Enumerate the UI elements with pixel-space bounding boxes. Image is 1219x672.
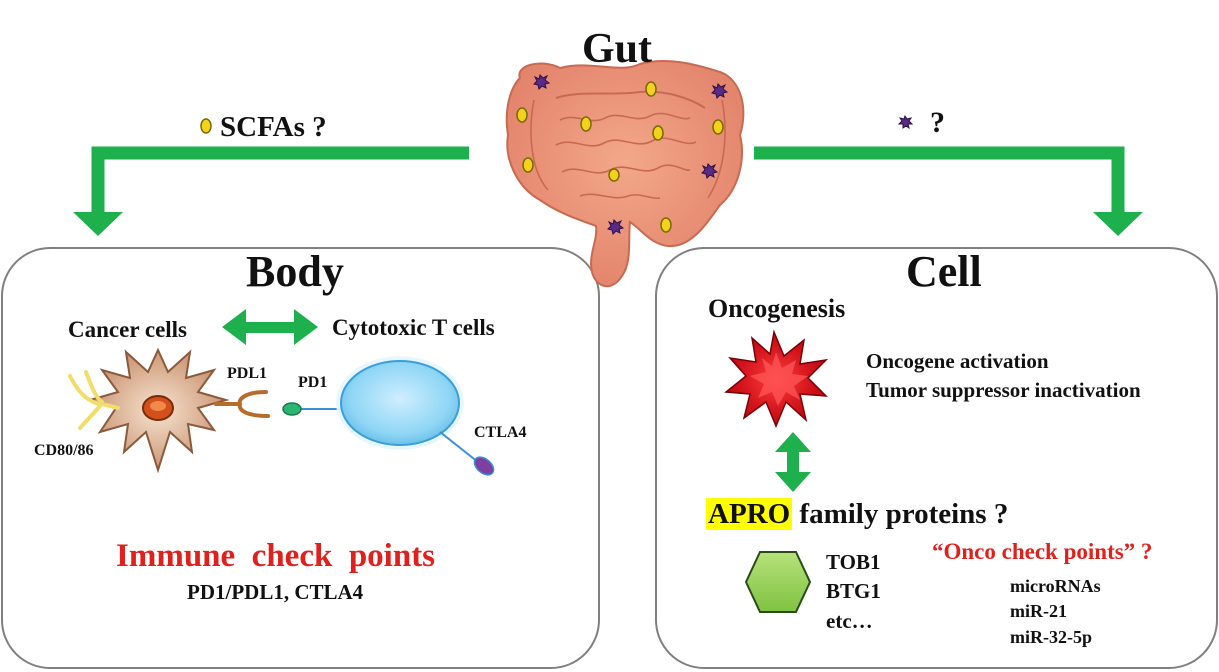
cytotoxic-t-cell-icon (336, 356, 464, 450)
pdl1-label: PDL1 (227, 365, 267, 382)
ctla4-label: CTLA4 (474, 424, 527, 441)
body-panel (1, 247, 600, 669)
body-panel-title: Body (246, 247, 344, 296)
apro-family-rest: family proteins ? (799, 498, 1009, 530)
pdl1-receptor-icon (214, 390, 270, 418)
immune-check-points-subheading: PD1/PDL1, CTLA4 (187, 580, 364, 604)
microbe-particles (533, 74, 729, 235)
oncogene-activation-text: Oncogene activation (866, 349, 1049, 373)
immune-check-points-heading: Immune check points (116, 538, 436, 574)
cell-panel-title: Cell (906, 247, 982, 296)
ctla4-receptor-icon (439, 431, 495, 476)
mir-32-5p-label: miR-32-5p (1010, 627, 1092, 647)
mir-21-label: miR-21 (1010, 601, 1067, 621)
apro-protein-hexagon-icon (744, 551, 812, 613)
cd80-86-receptor-icon (68, 370, 120, 430)
apro-highlight: APRO (706, 498, 793, 530)
oncogenesis-burst-inner (750, 352, 808, 406)
right-branch-arrow (754, 146, 1143, 236)
oncogenesis-apro-arrow (775, 432, 811, 492)
protein-btg1: BTG1 (826, 579, 881, 603)
oncogenesis-label: Oncogenesis (708, 294, 846, 323)
cd80-86-label: CD80/86 (34, 442, 94, 459)
cytotoxic-t-cells-label: Cytotoxic T cells (332, 315, 495, 340)
cancer-cells-label: Cancer cells (68, 317, 188, 342)
pd1-receptor-icon (282, 402, 342, 416)
left-branch-arrow (73, 146, 469, 236)
gut-title: Gut (582, 26, 653, 72)
tumor-suppressor-text: Tumor suppressor inactivation (866, 378, 1141, 402)
apro-family-line: APRO family proteins ? (706, 498, 1009, 530)
cancer-tcell-interaction-arrow (222, 309, 318, 345)
protein-tob1: TOB1 (826, 550, 881, 574)
cancer-cell-icon (86, 347, 230, 474)
microrna-label: microRNAs (1010, 576, 1101, 596)
scfa-particles (516, 81, 724, 233)
protein-etc: etc… (826, 609, 873, 633)
pd1-label: PD1 (298, 374, 328, 391)
scfa-branch-label: SCFAs ? (220, 111, 327, 143)
onco-check-points-heading: “Onco check points” ? (932, 539, 1153, 564)
microbe-branch-label: ? (930, 106, 945, 139)
microbe-legend-icon (897, 114, 914, 130)
scfa-legend-icon (200, 118, 212, 134)
